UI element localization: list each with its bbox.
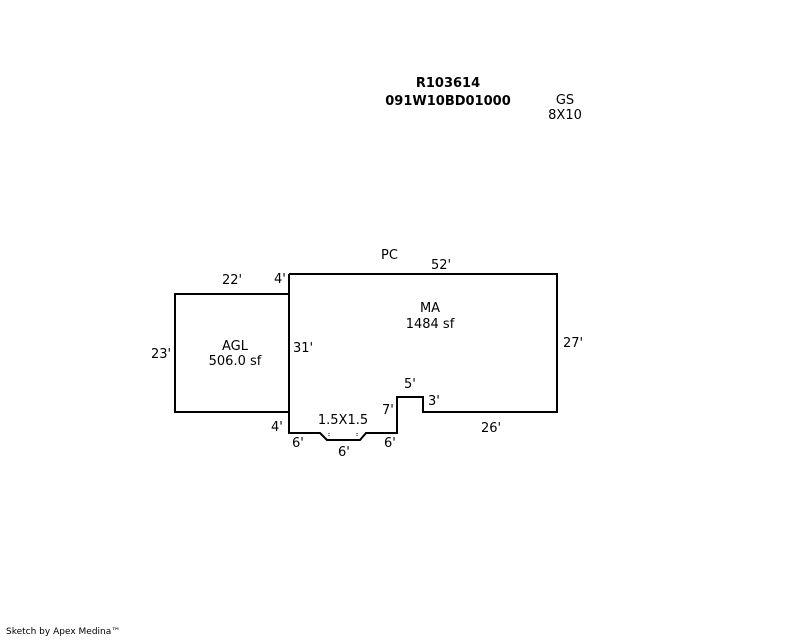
- main-area-code: MA: [419, 301, 441, 316]
- dim-ma-bottom-offset: 4': [271, 420, 283, 435]
- dim-ma-bottom-right: 26': [481, 421, 502, 436]
- dim-bottom-seg-3: 6': [384, 436, 396, 451]
- dim-notch-top: 5': [404, 377, 416, 392]
- outbuilding-code: GS: [555, 93, 575, 108]
- dim-ma-right: 27': [563, 336, 584, 351]
- outbuilding-size: 8X10: [548, 108, 582, 123]
- main-area-outline: [288, 273, 558, 441]
- dim-ma-top: 52': [431, 258, 452, 273]
- dim-ma-left: 31': [293, 341, 314, 356]
- dim-notch-left: 7': [382, 403, 394, 418]
- garage-outline: [174, 293, 289, 413]
- garage-code: AGL: [222, 339, 248, 354]
- dim-bottom-seg-1: 6': [292, 436, 304, 451]
- map-number: 091W10BD01000: [385, 94, 511, 109]
- sketch-credit: Sketch by Apex Medina™: [6, 627, 121, 637]
- garage-area: 506.0 sf: [208, 354, 262, 369]
- dim-bottom-seg-2: 6': [338, 445, 350, 460]
- main-area-size: 1484 sf: [405, 317, 455, 332]
- parcel-id: R103614: [415, 76, 481, 91]
- dim-ma-top-offset: 4': [274, 272, 286, 287]
- bay-size: 1.5X1.5: [317, 413, 369, 428]
- porch-label: PC: [381, 248, 398, 263]
- dim-agl-top: 22': [222, 273, 243, 288]
- dim-agl-left: 23': [151, 347, 172, 362]
- dim-notch-right: 3': [428, 394, 440, 409]
